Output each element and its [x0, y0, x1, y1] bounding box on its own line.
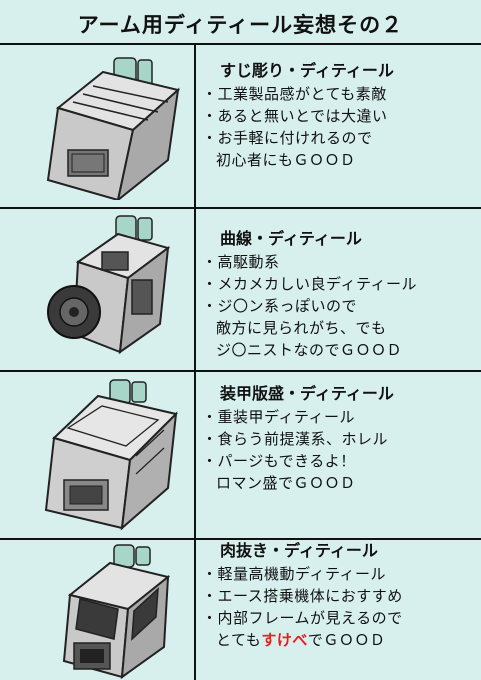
- divider-3: [0, 538, 481, 540]
- section-heading: 曲線・ディティール: [220, 229, 362, 248]
- bullet-line: ・重装甲ディティール: [202, 408, 356, 426]
- section-heading: すじ彫り・ディティール: [220, 61, 394, 80]
- divider-2: [0, 370, 481, 372]
- bullet-line: ・内部フレームが見えるので: [202, 609, 403, 627]
- bullet-line: ・食らう前提漢系、ホレル: [202, 430, 389, 448]
- bullet-line: ・ジ〇ン系っぽいので: [202, 297, 358, 315]
- page-title: アーム用ディティール妄想その２: [77, 13, 404, 37]
- bullet-continuation: ジ〇ニストなのでＧＯＯＤ: [216, 341, 403, 359]
- section-lightening: 肉抜き・ディティール ・軽量高機動ディティール ・エース搭乗機体におすすめ ・内…: [202, 540, 478, 651]
- bullet-line: ・エース搭乗機体におすすめ: [202, 587, 403, 605]
- divider-top: [0, 43, 481, 45]
- arm-illustration-armor: [18, 376, 190, 534]
- bullet-line: ・パージもできるよ！: [202, 452, 356, 470]
- arm-illustration-curved: [18, 212, 190, 367]
- bullet-line: ・高駆動系: [202, 253, 280, 271]
- divider-1: [0, 207, 481, 209]
- line-text: とても: [216, 631, 262, 649]
- highlight-text: すけべ: [261, 631, 308, 649]
- bullet-line: ・あると無いとでは大違い: [202, 107, 388, 125]
- bullet-line: ・お手軽に付けれるので: [202, 129, 373, 147]
- column-divider: [194, 43, 196, 680]
- section-heading: 肉抜き・ディティール: [220, 541, 378, 560]
- section-heading: 装甲版盛・ディティール: [220, 384, 394, 403]
- arm-illustration-lightening: [18, 543, 190, 680]
- bullet-continuation: ロマン盛でＧＯＯＤ: [216, 474, 356, 492]
- arm-illustration-panel-lines: [18, 50, 190, 200]
- section-curved: 曲線・ディティール ・高駆動系 ・メカメカしい良ディティール ・ジ〇ン系っぽいの…: [202, 228, 478, 361]
- bullet-line: ・軽量高機動ディティール: [202, 565, 387, 583]
- bullet-line: ・メカメカしい良ディティール: [202, 275, 418, 293]
- line-text: でＧＯＯＤ: [307, 631, 386, 649]
- section-armor: 装甲版盛・ディティール ・重装甲ディティール ・食らう前提漢系、ホレル ・パージ…: [202, 383, 478, 494]
- bullet-continuation: 敵方に見られがち、でも: [216, 319, 387, 337]
- bullet-line: ・工業製品感がとても素敵: [202, 85, 387, 103]
- bullet-continuation: 初心者にもＧＯＯＤ: [216, 151, 356, 169]
- bullet-continuation: とてもすけべでＧＯＯＤ: [202, 629, 478, 651]
- section-panel-lines: すじ彫り・ディティール ・工業製品感がとても素敵 ・あると無いとでは大違い ・お…: [202, 60, 478, 171]
